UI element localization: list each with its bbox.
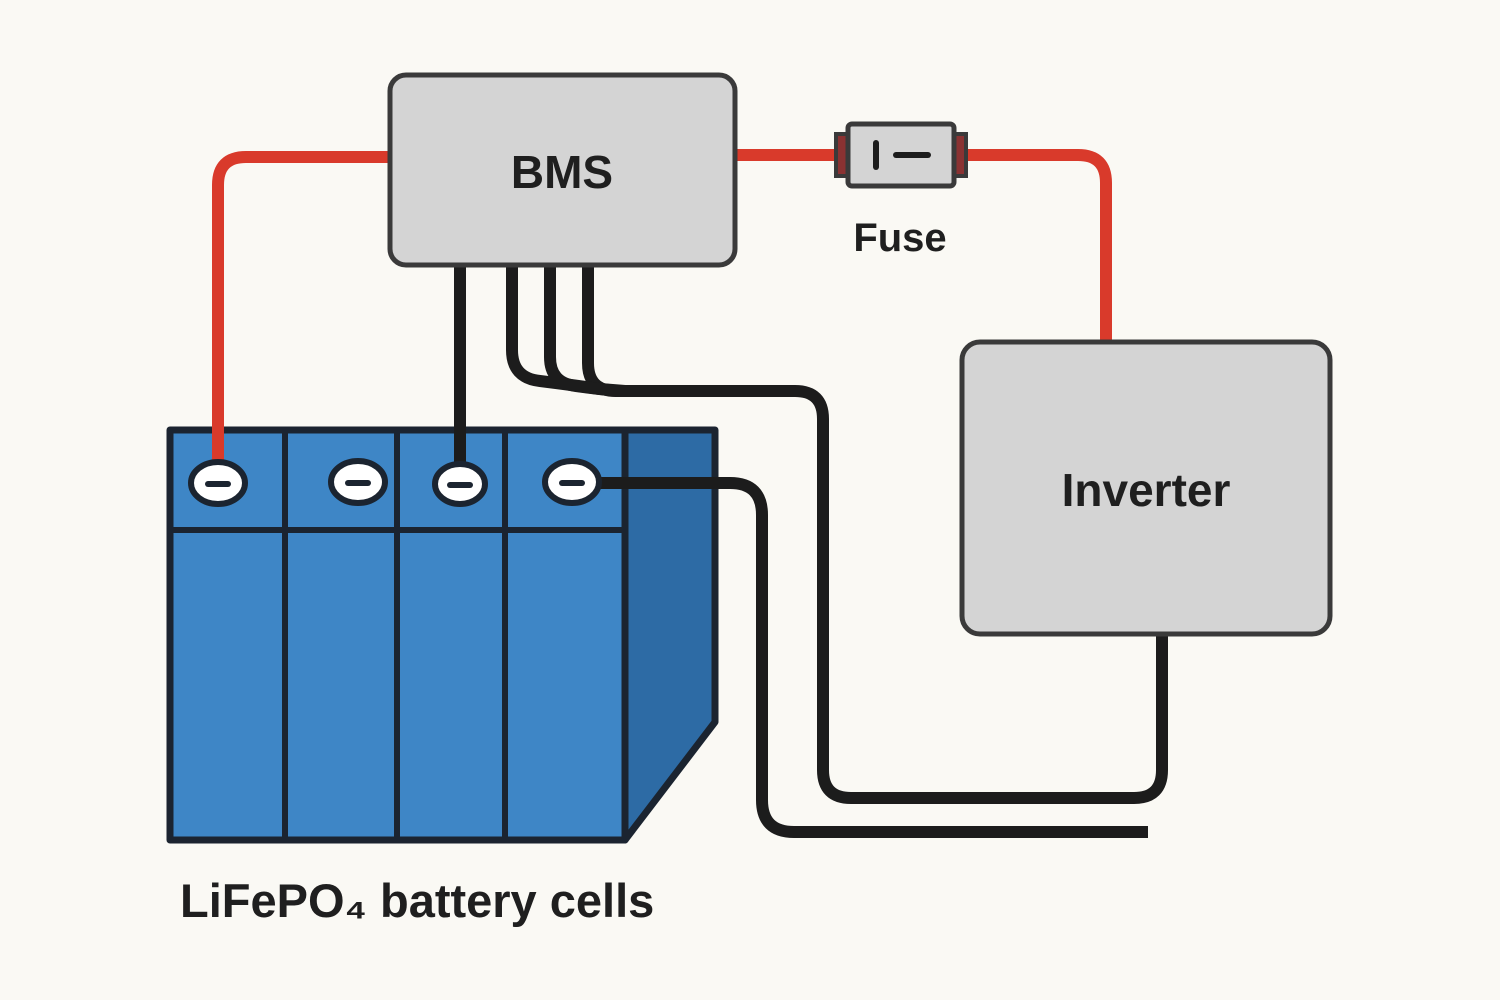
wire-positive-battery-to-bms	[212, 151, 392, 483]
fuse-component: Fuse	[834, 121, 968, 260]
wire-bundle-join-1	[506, 263, 626, 397]
wire-negative-battery-to-inverter	[572, 477, 1148, 838]
bms-label: BMS	[511, 146, 613, 198]
wire-positive-fuse-to-inverter	[956, 149, 1112, 348]
inverter-module: Inverter	[959, 339, 1333, 637]
bms-module: BMS	[387, 72, 738, 268]
battery-side-face	[621, 426, 719, 844]
bms-box	[387, 72, 738, 268]
battery-caption: LiFePO₄ battery cells	[180, 874, 654, 927]
inverter-box	[959, 339, 1333, 637]
fuse-label: Fuse	[853, 216, 946, 260]
battery-terminals	[188, 458, 602, 507]
inverter-label: Inverter	[1062, 464, 1231, 516]
battery-pack	[166, 426, 719, 844]
wire-bundle-join-2	[544, 263, 619, 397]
